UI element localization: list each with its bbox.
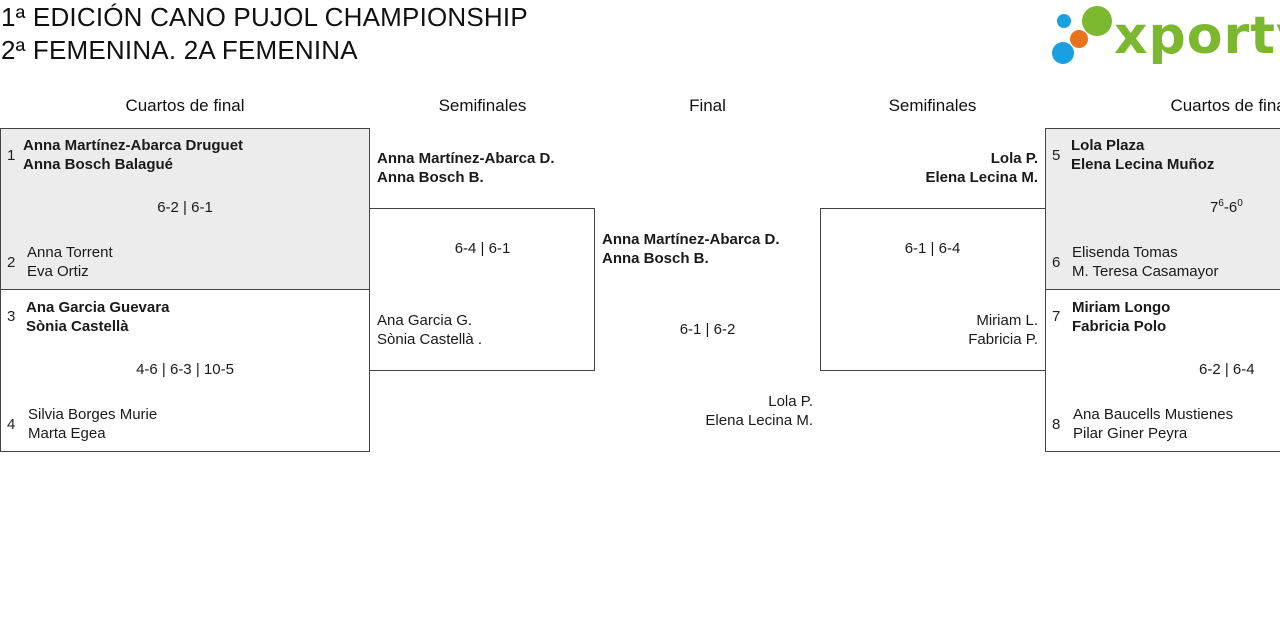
seed-number: 3 [7,308,16,325]
player-name: Anna Martínez-Abarca Druguet [23,137,244,154]
match-score: 76-60 [1210,198,1243,217]
match-score: 6-1 | 6-2 [679,321,736,338]
match-qf4[interactable] [1045,289,1280,452]
match-score: 6-2 | 6-4 [1199,361,1255,378]
match-score: 4-6 | 6-3 | 10-5 [136,361,234,378]
match-sf-right[interactable] [820,208,1046,371]
match-score: 6-4 | 6-1 [454,240,511,257]
match-score: 6-2 | 6-1 [157,199,213,216]
team-sf-left-bottom: Ana Garcia G. Sònia Castellà . [377,311,482,349]
player-name: Ana Baucells Mustienes [1073,406,1234,423]
player-name: Miriam Longo [1072,299,1171,316]
player-name: Elisenda Tomas [1072,244,1178,261]
player-name: Silvia Borges Murie [28,406,158,423]
seed-number: 4 [7,416,16,433]
logo-dot-blue-small [1057,14,1071,28]
xporty-logo[interactable]: xporty [1050,4,1280,68]
team-sf-right-top: Lola P. Elena Lecina M. [820,149,1038,187]
team-qf2-bottom: Silvia Borges Murie Marta Egea [28,405,157,443]
team-qf3-top: Lola Plaza Elena Lecina Muñoz [1071,136,1214,174]
player-name: Fabricia P. [968,331,1038,348]
logo-wordmark: xporty [1114,6,1280,66]
player-name: Elena Lecina Muñoz [1071,156,1215,173]
col-heading-qf-right: Cuartos de final [1170,96,1280,115]
team-final-bottom: Lola P. Elena Lecina M. [595,392,813,430]
player-name: Elena Lecina M. [925,169,1038,186]
team-qf3-bottom: Elisenda Tomas M. Teresa Casamayor [1072,243,1218,281]
seed-number: 6 [1052,254,1061,271]
player-name: Anna Bosch B. [377,169,484,186]
page-title: 1ª EDICIÓN CANO PUJOL CHAMPIONSHIP [1,2,528,32]
player-name: Fabricia Polo [1072,318,1167,335]
player-name: Anna Torrent [27,244,113,261]
player-name: Anna Bosch B. [602,250,709,267]
score-set-a: 7 [1210,199,1219,216]
player-name: Elena Lecina M. [705,412,813,429]
logo-dot-orange [1070,30,1088,48]
player-name: Marta Egea [28,425,106,442]
player-name: Sònia Castellà . [377,331,483,348]
team-sf-right-bottom: Miriam L. Fabricia P. [820,311,1038,349]
team-qf1-top: Anna Martínez-Abarca Druguet Anna Bosch … [23,136,243,174]
team-qf4-top: Miriam Longo Fabricia Polo [1072,298,1170,336]
player-name: Anna Martínez-Abarca D. [377,150,555,167]
player-name: Ana Garcia G. [377,312,473,329]
logo-dot-blue-large [1052,42,1074,64]
page-subtitle: 2ª FEMENINA. 2A FEMENINA [1,35,358,65]
seed-number: 8 [1052,416,1061,433]
player-name: Sònia Castellà [26,318,129,335]
team-qf4-bottom: Ana Baucells Mustienes Pilar Giner Peyra [1073,405,1233,443]
player-name: Lola P. [768,393,813,410]
player-name: Anna Bosch Balagué [23,156,174,173]
team-qf2-top: Ana Garcia Guevara Sònia Castellà [26,298,169,336]
col-heading-sf-right: Semifinales [888,96,977,115]
team-sf-left-top: Anna Martínez-Abarca D. Anna Bosch B. [377,149,555,187]
match-score: 6-1 | 6-4 [904,240,961,257]
col-heading-qf-left: Cuartos de final [125,96,245,115]
match-qf1[interactable] [0,128,370,290]
player-name: Anna Martínez-Abarca D. [602,231,780,248]
player-name: Miriam L. [976,312,1038,329]
seed-number: 1 [7,147,16,164]
match-sf-left[interactable] [369,208,595,371]
score-tiebreak-b: 0 [1237,198,1243,209]
player-name: Lola Plaza [1071,137,1145,154]
seed-number: 5 [1052,147,1061,164]
seed-number: 7 [1052,308,1061,325]
player-name: Pilar Giner Peyra [1073,425,1188,442]
col-heading-sf-left: Semifinales [438,96,527,115]
player-name: Eva Ortiz [27,263,89,280]
player-name: Ana Garcia Guevara [26,299,170,316]
score-tiebreak-a: 6 [1218,198,1224,209]
logo-dot-green-large [1082,6,1112,36]
score-set-b: -6 [1223,199,1238,216]
team-final-top: Anna Martínez-Abarca D. Anna Bosch B. [602,230,780,268]
team-qf1-bottom: Anna Torrent Eva Ortiz [27,243,113,281]
col-heading-final: Final [689,96,726,115]
seed-number: 2 [7,254,16,271]
player-name: Lola P. [990,150,1038,167]
player-name: M. Teresa Casamayor [1072,263,1219,280]
